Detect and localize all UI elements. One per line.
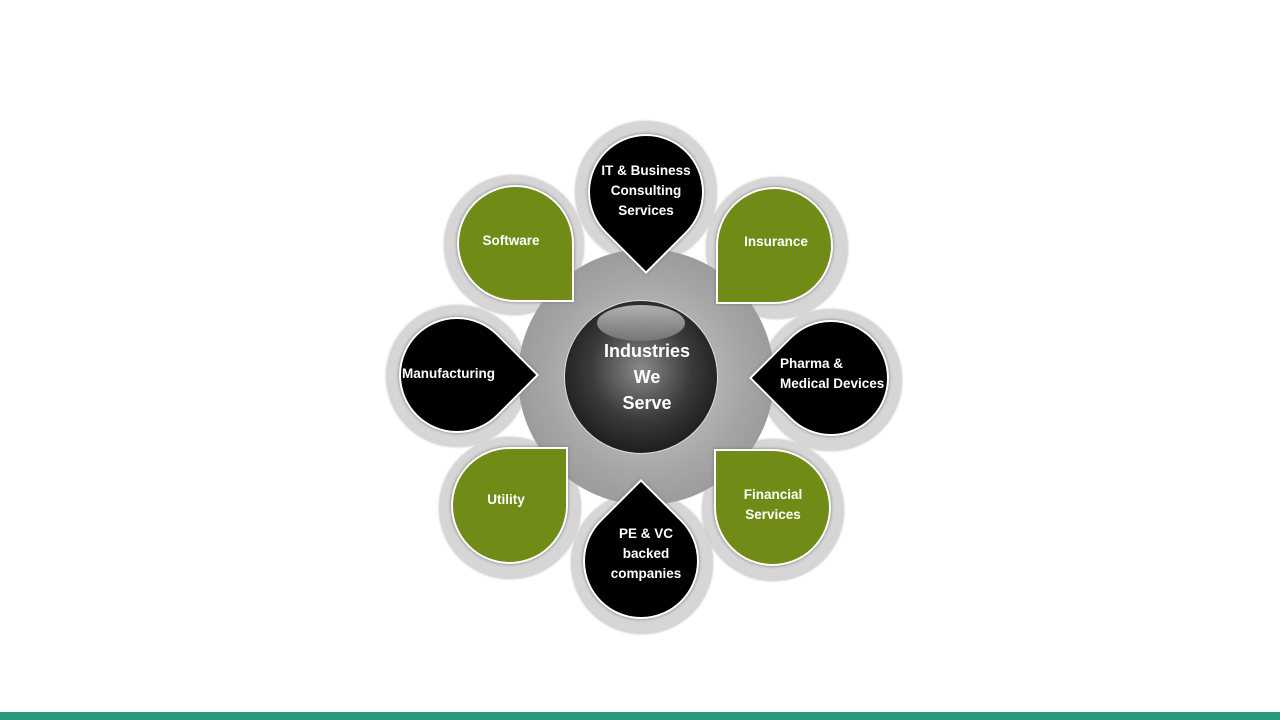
segment-manufacturing-label[interactable]: Manufacturing xyxy=(402,364,522,384)
center-line-1: Industries xyxy=(603,341,691,361)
label-line: Services xyxy=(745,507,801,522)
segment-it-label[interactable]: IT & Business Consulting Services xyxy=(586,161,706,221)
segment-insurance-shape xyxy=(716,187,833,304)
segment-insurance-label[interactable]: Insurance xyxy=(716,232,836,252)
label-line: PE & VC xyxy=(618,526,673,541)
label-line: Utility xyxy=(487,492,525,507)
footer-accent-bar xyxy=(0,712,1280,720)
center-line-2: We xyxy=(633,367,661,387)
label-line: IT & Business xyxy=(601,163,691,178)
segment-financial-shape xyxy=(714,449,831,566)
label-line: Insurance xyxy=(744,234,808,249)
label-line: Medical Devices xyxy=(780,376,885,391)
label-line: Software xyxy=(482,233,540,248)
label-line: Manufacturing xyxy=(402,366,495,381)
label-line: Services xyxy=(618,203,674,218)
segment-software-shape xyxy=(457,185,574,302)
label-line: Consulting xyxy=(610,183,682,198)
center-title: Industries We Serve xyxy=(564,338,730,416)
center-gloss xyxy=(597,305,685,341)
segment-utility-shape xyxy=(451,447,568,564)
segment-software-label[interactable]: Software xyxy=(451,231,571,251)
label-line: backed xyxy=(622,546,670,561)
segment-financial-label[interactable]: Financial Services xyxy=(713,485,833,525)
label-line: Pharma & xyxy=(780,356,844,371)
segment-utility-label[interactable]: Utility xyxy=(446,490,566,510)
center-line-3: Serve xyxy=(622,393,672,413)
label-line: companies xyxy=(610,566,682,581)
label-line: Financial xyxy=(743,487,803,502)
segment-pharma-label[interactable]: Pharma & Medical Devices xyxy=(780,354,900,394)
segment-pe-label[interactable]: PE & VC backed companies xyxy=(586,524,706,584)
